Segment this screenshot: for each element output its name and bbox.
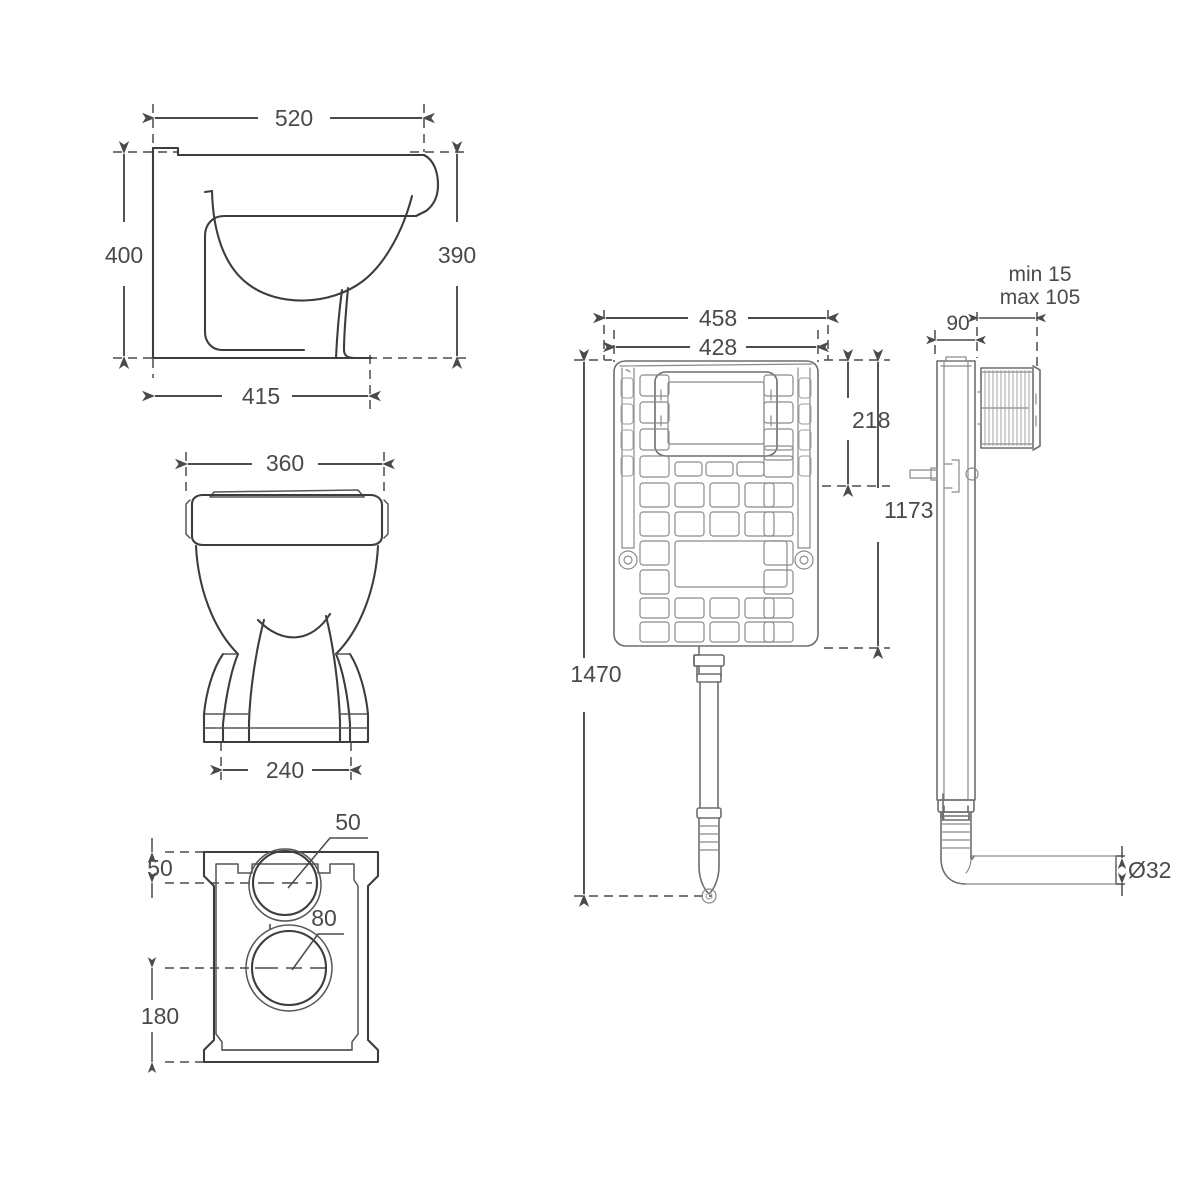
dimension-90: 90 xyxy=(926,312,986,345)
cistern-grid-row-f xyxy=(639,621,794,643)
dimension-1470: 1470 xyxy=(570,349,622,907)
cistern-front-body xyxy=(613,360,819,647)
pan-front-witness-lines xyxy=(185,452,385,780)
cistern-side-body xyxy=(909,356,979,801)
dimension-218-label: 218 xyxy=(852,407,890,433)
pan-side-witness-lines xyxy=(113,104,466,410)
view-pan-front: 360 240 xyxy=(175,450,395,783)
dimension-390: 390 xyxy=(438,141,476,369)
cistern-grid-row-c xyxy=(639,540,794,588)
leader-50: 50 xyxy=(287,809,368,889)
pan-front-rim xyxy=(185,493,389,547)
dimension-d32: Ø32 xyxy=(1117,846,1171,896)
cistern-grid-row-e xyxy=(639,597,794,619)
note-min-15-label: min 15 xyxy=(1008,263,1071,286)
dimension-1173-label: 1173 xyxy=(884,497,933,523)
pan-rear-outline xyxy=(202,850,380,1064)
note-max-105-label: max 105 xyxy=(1000,286,1081,309)
pan-rear-hole-80 xyxy=(245,924,333,1012)
dimension-90-label: 90 xyxy=(946,312,969,335)
dimension-390-label: 390 xyxy=(438,242,476,268)
cistern-inspection-opening xyxy=(654,371,778,457)
dimension-428-label: 428 xyxy=(699,334,737,360)
dimension-360-label: 360 xyxy=(266,450,304,476)
dimension-1470-label: 1470 xyxy=(570,661,621,687)
dimension-240: 240 xyxy=(210,757,362,783)
dimension-180-vertical: 180 xyxy=(141,957,179,1073)
view-cistern-front: 458 428 218 1173 1470 xyxy=(570,305,933,907)
cistern-grid-row-a xyxy=(639,482,794,508)
pan-rear-hole-50 xyxy=(248,848,322,922)
dimension-428: 428 xyxy=(603,334,829,360)
leader-80-label: 80 xyxy=(311,905,337,931)
cistern-side-waste-pipe xyxy=(937,793,1117,885)
note-min-max: min 15 max 105 xyxy=(968,263,1081,323)
pan-side-outline xyxy=(151,146,440,360)
dimension-1173: 1173 xyxy=(872,349,933,659)
view-cistern-side: min 15 max 105 90 Ø32 xyxy=(909,263,1171,896)
dimension-458-label: 458 xyxy=(699,305,737,331)
leader-50-label: 50 xyxy=(335,809,361,835)
cistern-grid-narrow-row xyxy=(674,445,794,477)
dimension-240-label: 240 xyxy=(266,757,304,783)
cistern-waste-pipe xyxy=(693,645,725,904)
cistern-side-slots-right xyxy=(798,377,812,477)
dimension-415: 415 xyxy=(142,383,381,409)
access-frame-hatching xyxy=(984,370,1030,446)
dimension-50-vertical-label: 50 xyxy=(147,855,173,881)
cistern-grid-row-d xyxy=(639,569,794,595)
dimension-415-label: 415 xyxy=(242,383,280,409)
cistern-grid-row-b xyxy=(639,511,794,537)
cistern-side-access-frame xyxy=(977,365,1041,451)
view-pan-rear: 50 180 50 xyxy=(141,809,380,1073)
dimension-520: 520 xyxy=(142,105,435,131)
dimension-218: 218 xyxy=(842,349,890,497)
dimension-d32-label: Ø32 xyxy=(1128,857,1171,883)
leader-80: 80 xyxy=(291,905,344,971)
cistern-grid-left-column xyxy=(639,374,670,478)
dimension-50-vertical: 50 xyxy=(147,838,173,898)
dimension-180-vertical-label: 180 xyxy=(141,1003,179,1029)
dimension-400: 400 xyxy=(105,141,143,369)
cistern-side-slots-left xyxy=(620,377,634,477)
dimension-360: 360 xyxy=(175,450,395,476)
dimension-400-label: 400 xyxy=(105,242,143,268)
dimension-520-label: 520 xyxy=(275,105,313,131)
dimension-458: 458 xyxy=(593,305,839,331)
cistern-grid-right-column xyxy=(763,374,794,478)
view-pan-side: 520 400 390 415 xyxy=(105,104,476,410)
pan-front-bowl xyxy=(194,544,380,744)
